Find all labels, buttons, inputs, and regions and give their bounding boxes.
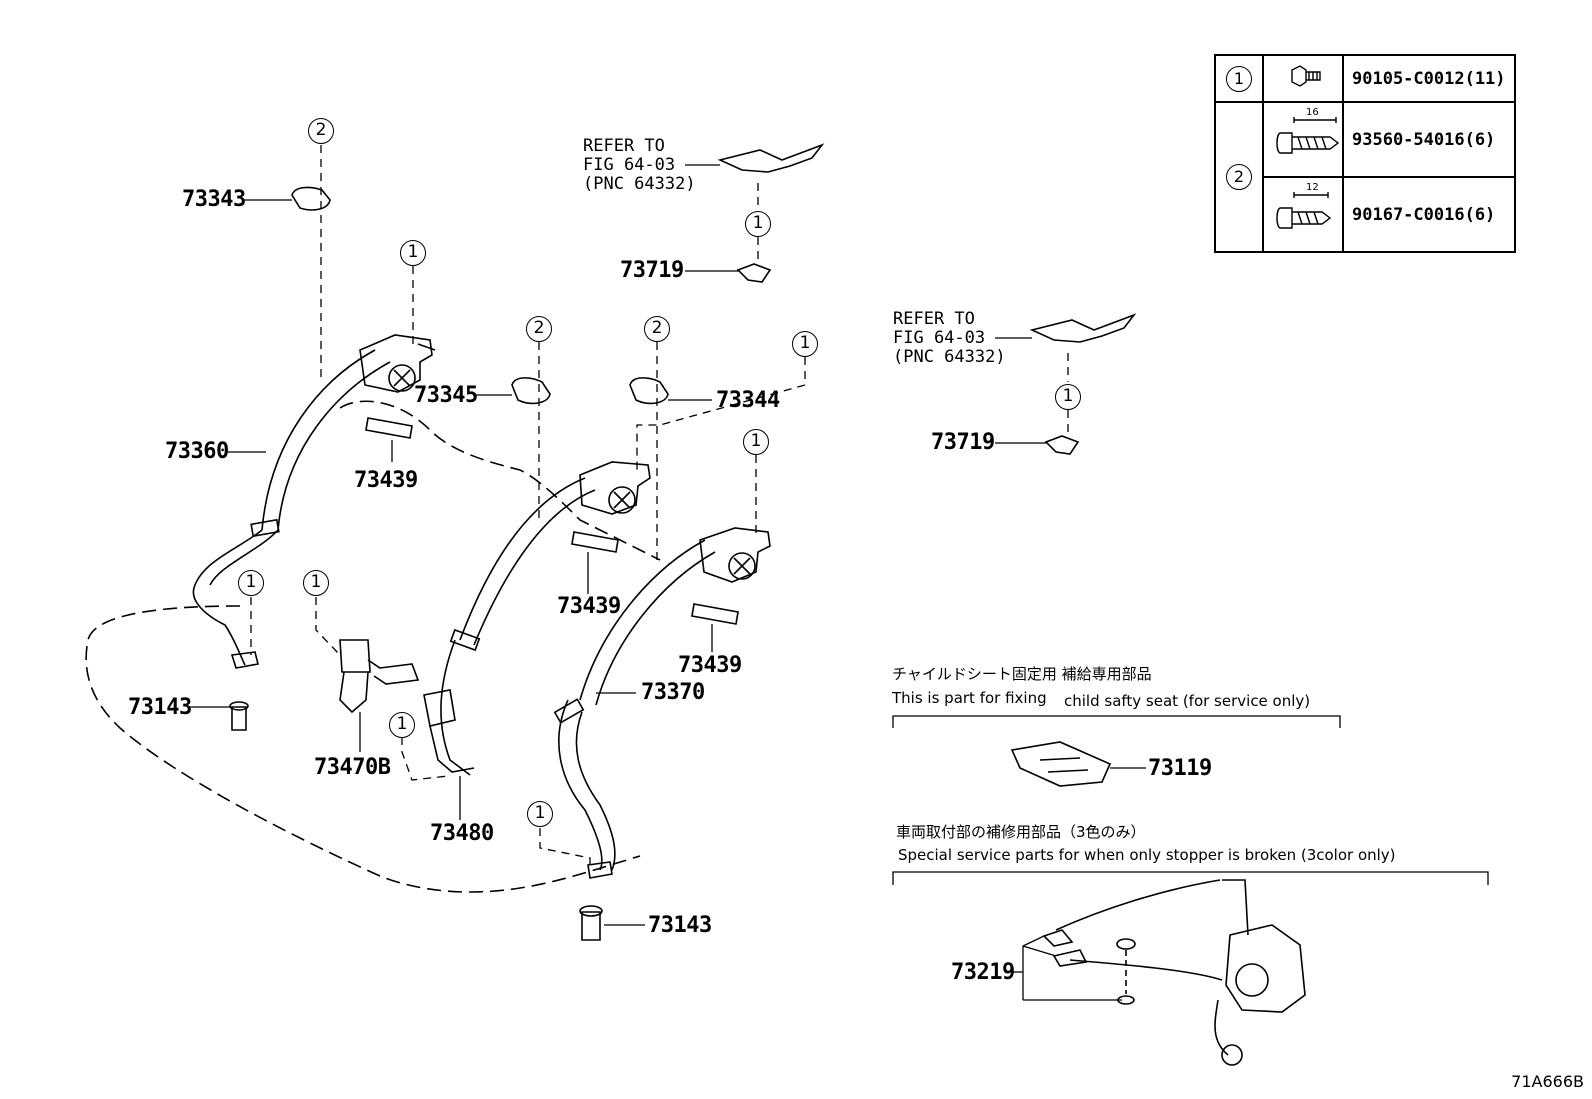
- callout-circle-1: 1: [389, 712, 415, 738]
- stopper-73345: [511, 377, 551, 405]
- retractor-center: [579, 461, 651, 515]
- refer-to-note[interactable]: REFER TO FIG 64-03 (PNC 64332): [893, 309, 1006, 367]
- legend-part-number[interactable]: 93560-54016(6): [1342, 101, 1516, 178]
- legend-part-number[interactable]: 90167-C0016(6): [1342, 176, 1516, 253]
- screw-icon: [1276, 192, 1332, 229]
- pad-73439-b: [571, 531, 619, 553]
- stopper-note-en: Special service parts for when only stop…: [898, 846, 1396, 864]
- part-label-73439[interactable]: 73439: [354, 468, 418, 493]
- anchor-plate-right: [587, 861, 613, 879]
- cover-64332-b: [1029, 313, 1137, 343]
- buckle-73470b: [339, 639, 420, 714]
- part-label-73480[interactable]: 73480: [430, 821, 494, 846]
- part-label-73360[interactable]: 73360: [165, 439, 229, 464]
- anchor-plate-left: [230, 651, 259, 669]
- callout-circle-1: 1: [303, 570, 329, 596]
- outer-belt-right: [553, 539, 716, 871]
- stopper-73343: [291, 186, 331, 211]
- part-label-73439[interactable]: 73439: [557, 594, 621, 619]
- leader-lines: [190, 164, 1489, 1001]
- stopper-note-jp: 車両取付部の補修用部品（3色のみ）: [896, 823, 1146, 841]
- pad-73439-a: [365, 417, 413, 439]
- pad-73439-c: [691, 603, 739, 625]
- callout-circle-1: 1: [527, 801, 553, 827]
- retractor-right: [699, 527, 771, 583]
- clip-73719-a: [736, 263, 772, 283]
- part-label-73719[interactable]: 73719: [620, 258, 684, 283]
- refer-to-note[interactable]: REFER TO FIG 64-03 (PNC 64332): [583, 136, 696, 194]
- stopper-repair-detail: [1042, 879, 1306, 1066]
- center-belt: [440, 477, 596, 776]
- illustration-code: 71A666B: [1511, 1072, 1584, 1091]
- outer-belt-left: [192, 349, 391, 666]
- callout-circle-1: 1: [238, 570, 264, 596]
- part-label-73719[interactable]: 73719: [931, 430, 995, 455]
- seatback-outline: [339, 400, 661, 561]
- legend-key: 1: [1226, 65, 1252, 92]
- part-label-73143[interactable]: 73143: [648, 913, 712, 938]
- part-label-73143[interactable]: 73143: [128, 695, 192, 720]
- stopper-73344: [629, 377, 669, 405]
- part-label-73470b[interactable]: 73470B: [314, 755, 391, 780]
- buckle-73480: [423, 689, 475, 773]
- legend-key: 2: [1226, 164, 1252, 190]
- child-seat-note-en: This is part for fixing: [892, 689, 1047, 707]
- callout-circle-1: 1: [792, 331, 818, 357]
- part-label-73344[interactable]: 73344: [716, 388, 780, 413]
- callout-circle-1: 1: [745, 211, 771, 237]
- dashed-lines: [250, 145, 1069, 868]
- part-label-73370[interactable]: 73370: [641, 680, 705, 705]
- cover-64332-a: [717, 143, 825, 173]
- fastener-legend-table: 1 90105-C0012(11) 2 16: [1214, 54, 1516, 253]
- part-label-73345[interactable]: 73345: [414, 383, 478, 408]
- callout-circle-1: 1: [743, 429, 769, 455]
- child-seat-note-jp: チャイルドシート固定用 補給専用部品: [892, 665, 1152, 683]
- dimension-label: 12: [1306, 182, 1319, 193]
- clip-73719-b: [1044, 435, 1080, 455]
- callout-circle-2: 2: [526, 316, 552, 342]
- part-label-73439[interactable]: 73439: [678, 653, 742, 678]
- part-label-73219[interactable]: 73219: [951, 960, 1015, 985]
- anchor-bolt-73143-b: [579, 905, 603, 941]
- dimension-label: 16: [1306, 107, 1319, 118]
- bolt-icon: [1291, 65, 1321, 87]
- seat-cushion-outline: [85, 605, 641, 893]
- part-label-73343[interactable]: 73343: [182, 187, 246, 212]
- part-label-73119[interactable]: 73119: [1148, 756, 1212, 781]
- callout-circle-2: 2: [308, 118, 334, 144]
- retractor-left: [359, 334, 436, 393]
- anchor-bolt-73143-a: [229, 701, 249, 731]
- callout-circle-2: 2: [644, 316, 670, 342]
- callout-circle-1: 1: [400, 240, 426, 266]
- legend-part-number[interactable]: 90105-C0012(11): [1342, 54, 1516, 103]
- callout-circle-1: 1: [1055, 384, 1081, 410]
- child-seat-note-en-2: child safty seat (for service only): [1064, 692, 1311, 710]
- bracket-73119: [1010, 741, 1112, 787]
- screw-icon: [1276, 117, 1340, 154]
